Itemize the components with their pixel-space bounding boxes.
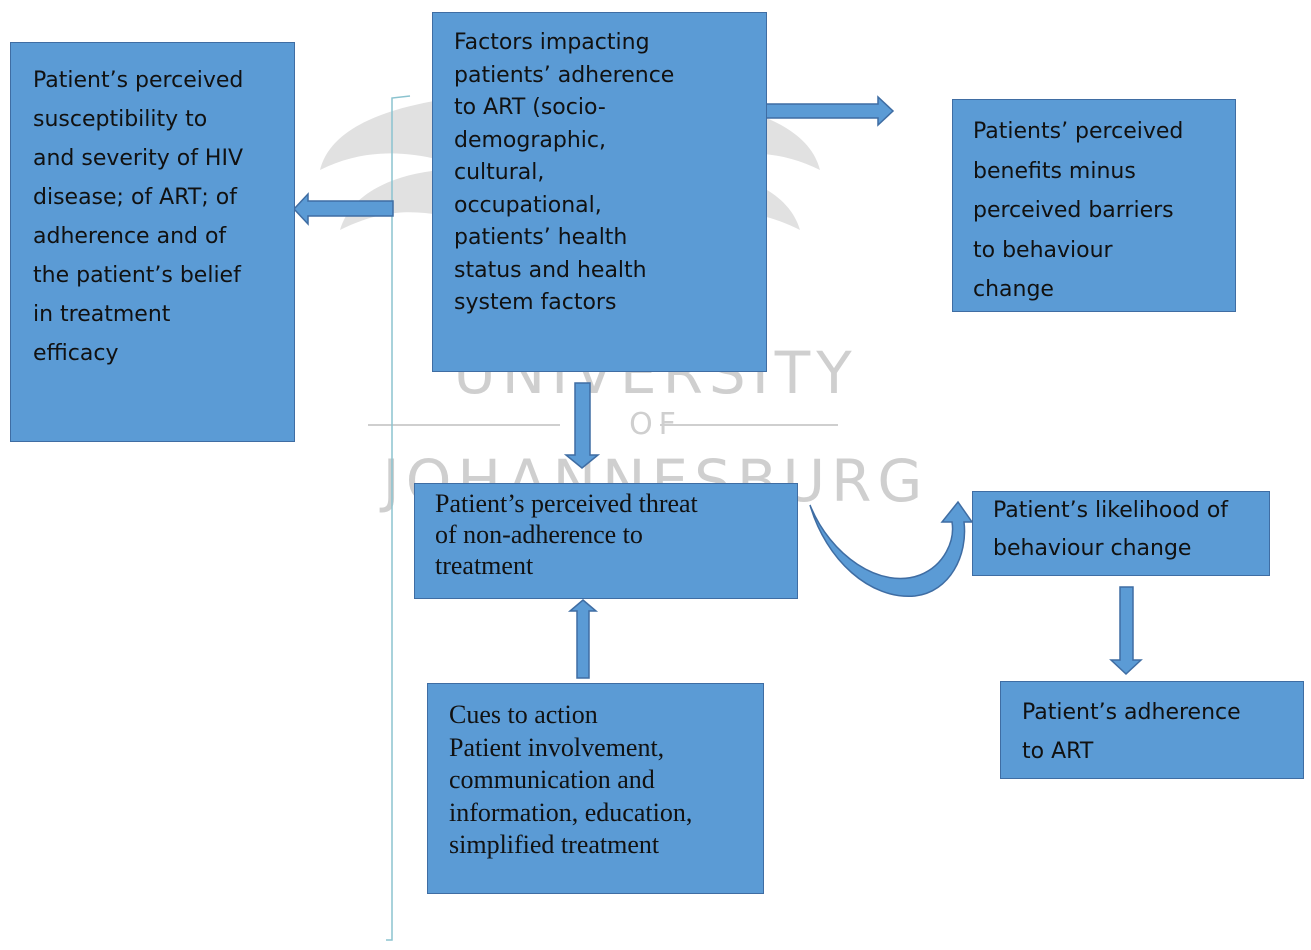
- arrow-to-susceptibility: [292, 192, 394, 226]
- benefits-text: Patients’ perceived benefits minus perce…: [973, 119, 1184, 302]
- factors-text: Factors impacting patients’ adherence to…: [454, 30, 675, 315]
- susceptibility-text: Patient’s perceived susceptibility to an…: [33, 68, 244, 366]
- arrow-to-benefits: [762, 95, 895, 127]
- cues-box: Cues to action Patient involvement, comm…: [427, 683, 764, 894]
- susceptibility-box: Patient’s perceived susceptibility to an…: [10, 42, 295, 442]
- bracket-line: [386, 95, 411, 941]
- arrow-to-adherence: [1109, 586, 1143, 676]
- arrow-cues-to-threat: [567, 599, 599, 679]
- adherence-box: Patient’s adherence to ART: [1000, 681, 1304, 779]
- factors-box: Factors impacting patients’ adherence to…: [432, 12, 767, 372]
- arrow-threat-to-likelihood: [809, 500, 974, 597]
- threat-box: Patient’s perceived threat of non-adhere…: [414, 483, 798, 599]
- benefits-box: Patients’ perceived benefits minus perce…: [952, 99, 1236, 312]
- cues-text: Cues to action Patient involvement, comm…: [449, 700, 693, 859]
- likelihood-text: Patient’s likelihood of behaviour change: [993, 498, 1229, 561]
- adherence-text: Patient’s adherence to ART: [1022, 700, 1241, 764]
- threat-text: Patient’s perceived threat of non-adhere…: [435, 489, 698, 580]
- arrow-to-threat: [563, 382, 601, 469]
- likelihood-box: Patient’s likelihood of behaviour change: [972, 491, 1270, 576]
